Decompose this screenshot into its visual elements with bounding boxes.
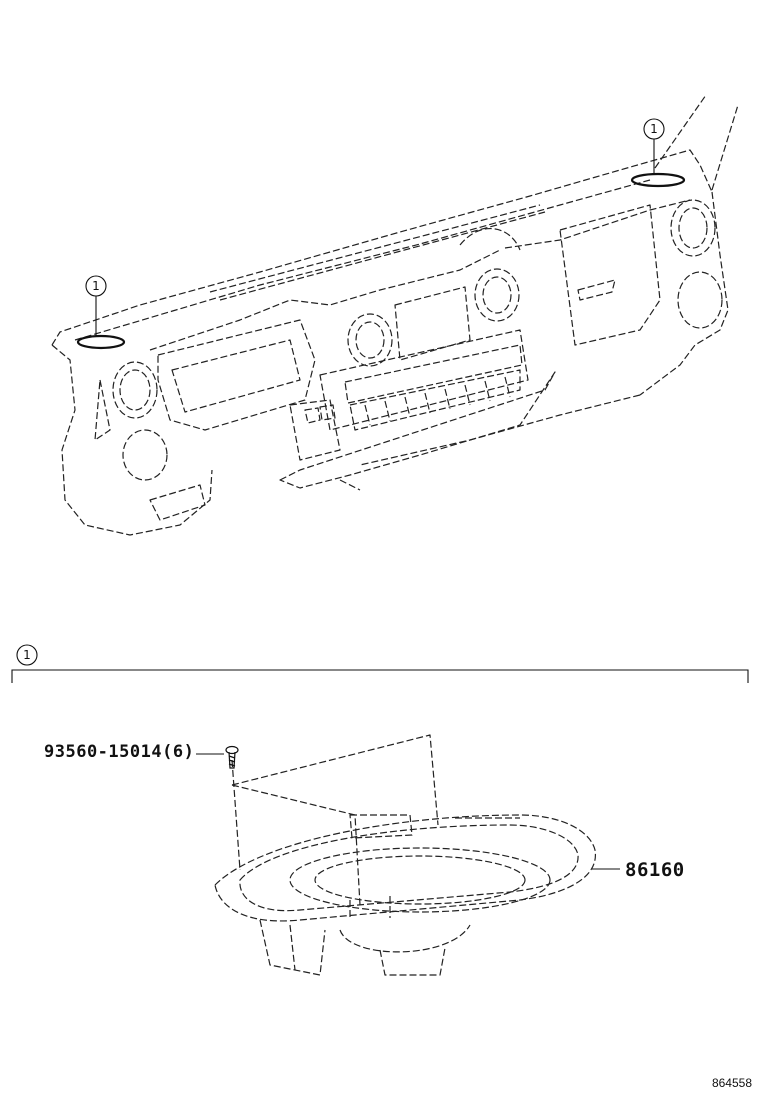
dashboard-outline <box>51 94 739 536</box>
diagram-reference-number: 864558 <box>711 1076 752 1090</box>
bolt-quantity: (6) <box>162 742 195 762</box>
callout-right-number: 1 <box>650 122 658 136</box>
bolt-part-number: 93560-15014 <box>44 742 163 762</box>
speaker-part-label: 86160 <box>625 859 685 881</box>
speaker-location-left <box>76 334 126 350</box>
callout-detail-circle <box>16 644 38 666</box>
callout-graphics <box>11 118 749 870</box>
speaker-part-number: 86160 <box>625 859 685 881</box>
callout-right-circle <box>643 118 665 140</box>
callout-left-number: 1 <box>92 279 100 293</box>
detail-bracket <box>11 669 749 683</box>
speaker-assembly <box>214 734 596 976</box>
bolt-part-label: 93560-15014(6) <box>44 742 194 762</box>
speaker-location-right <box>630 172 686 188</box>
speaker-location-marks <box>76 172 686 350</box>
bolt-icon <box>225 745 239 769</box>
callout-detail-number: 1 <box>23 648 31 662</box>
callout-left-circle <box>85 275 107 297</box>
